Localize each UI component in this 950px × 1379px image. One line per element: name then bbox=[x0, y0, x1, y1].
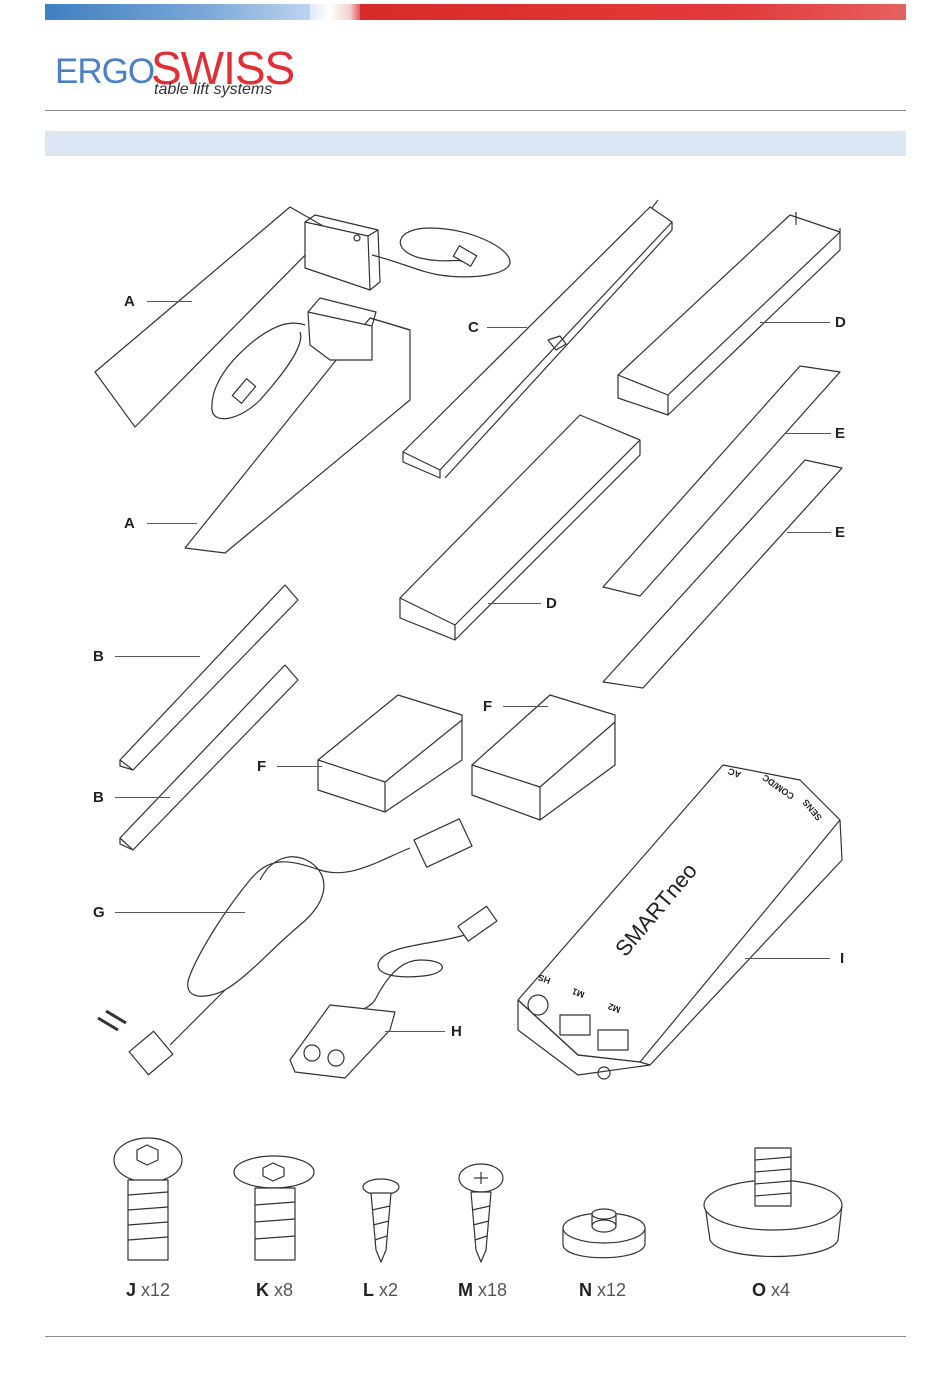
hardware-j-illustration bbox=[114, 1138, 182, 1260]
hardware-letter-l: L bbox=[363, 1280, 374, 1300]
leader-f-left bbox=[277, 766, 322, 767]
hardware-qty-m: x18 bbox=[478, 1280, 507, 1300]
label-c: C bbox=[468, 319, 479, 336]
part-g-illustration bbox=[98, 819, 472, 1075]
label-b-bottom: B bbox=[93, 789, 104, 806]
part-b-illustration bbox=[120, 585, 298, 850]
part-f-illustration bbox=[318, 695, 615, 820]
label-f-left: F bbox=[257, 758, 266, 775]
hardware-caption-n: N x12 bbox=[579, 1280, 626, 1301]
hardware-caption-o: O x4 bbox=[752, 1280, 790, 1301]
label-e-bottom: E bbox=[835, 524, 845, 541]
leader-i bbox=[745, 958, 830, 959]
hardware-caption-l: L x2 bbox=[363, 1280, 398, 1301]
hardware-n-illustration bbox=[563, 1209, 645, 1258]
label-d-bottom: D bbox=[546, 595, 557, 612]
hardware-caption-k: K x8 bbox=[256, 1280, 293, 1301]
leader-e-top bbox=[785, 433, 831, 434]
hardware-k-illustration bbox=[234, 1156, 314, 1260]
hardware-qty-l: x2 bbox=[379, 1280, 398, 1300]
hardware-qty-o: x4 bbox=[771, 1280, 790, 1300]
leader-f-right bbox=[503, 706, 548, 707]
label-d-top: D bbox=[835, 314, 846, 331]
hardware-m-illustration bbox=[459, 1164, 503, 1262]
hardware-o-illustration bbox=[704, 1148, 842, 1257]
hardware-caption-j: J x12 bbox=[126, 1280, 170, 1301]
label-b-top: B bbox=[93, 648, 104, 665]
hardware-qty-j: x12 bbox=[141, 1280, 170, 1300]
hardware-letter-m: M bbox=[458, 1280, 473, 1300]
hardware-caption-m: M x18 bbox=[458, 1280, 507, 1301]
part-i-illustration bbox=[518, 765, 842, 1079]
leader-b-bottom bbox=[115, 797, 170, 798]
hardware-letter-n: N bbox=[579, 1280, 592, 1300]
part-e-illustration bbox=[603, 366, 842, 688]
part-h-illustration bbox=[290, 906, 497, 1078]
leader-c bbox=[487, 327, 527, 328]
label-a-bottom: A bbox=[124, 515, 135, 532]
hardware-letter-j: J bbox=[126, 1280, 136, 1300]
footer-divider bbox=[45, 1336, 906, 1337]
hardware-letter-o: O bbox=[752, 1280, 766, 1300]
leader-g bbox=[115, 912, 245, 913]
leader-b-top bbox=[115, 656, 200, 657]
leader-d-bottom bbox=[488, 603, 541, 604]
part-a-top-illustration bbox=[95, 207, 510, 427]
label-f-right: F bbox=[483, 698, 492, 715]
hardware-qty-k: x8 bbox=[274, 1280, 293, 1300]
label-i: I bbox=[840, 950, 844, 967]
label-a-top: A bbox=[124, 293, 135, 310]
hardware-letter-k: K bbox=[256, 1280, 269, 1300]
leader-a-top bbox=[147, 301, 192, 302]
leader-a-bottom bbox=[147, 523, 197, 524]
leader-d-top bbox=[760, 322, 830, 323]
hardware-qty-n: x12 bbox=[597, 1280, 626, 1300]
label-e-top: E bbox=[835, 425, 845, 442]
leader-e-bottom bbox=[787, 532, 831, 533]
hardware-l-illustration bbox=[363, 1179, 399, 1262]
label-g: G bbox=[93, 904, 105, 921]
leader-h bbox=[385, 1031, 445, 1032]
label-h: H bbox=[451, 1023, 462, 1040]
